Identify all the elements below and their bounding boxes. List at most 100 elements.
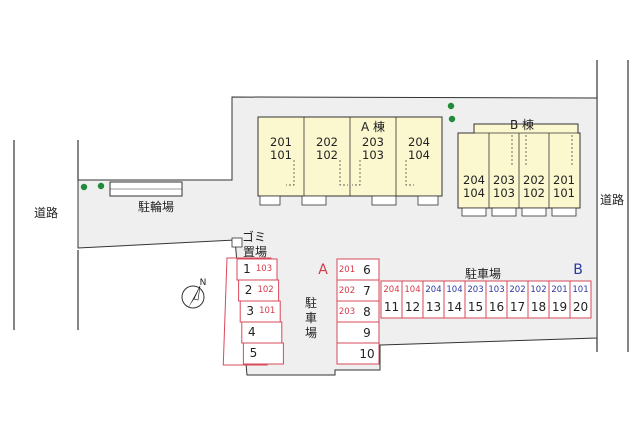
- parking-stall-unit: 204: [425, 285, 441, 295]
- parking-stall-number: 3: [246, 304, 254, 318]
- parking-stall-number: 18: [531, 300, 546, 314]
- unit-lower: 101: [270, 148, 292, 162]
- building-a-partition: [352, 160, 361, 186]
- building-b-step: [461, 207, 487, 217]
- parking-stall-unit: 103: [256, 264, 272, 274]
- garbage-box: [231, 237, 243, 248]
- garbage-label-2: 置場: [243, 245, 267, 259]
- left-road-label: 道路: [34, 205, 58, 220]
- parking-label-char: 車: [305, 311, 317, 325]
- right-road: 道路: [596, 60, 629, 352]
- unit-upper: 202: [316, 135, 338, 149]
- hedge-dot: [447, 102, 455, 110]
- parking-stall-unit: 103: [488, 285, 504, 295]
- parking-stall-number: 14: [447, 300, 462, 314]
- parking-label-char: 場: [305, 326, 317, 340]
- parking-stall-unit: 102: [257, 285, 273, 295]
- parking-stall-number: 19: [552, 300, 567, 314]
- north-arrow: N: [181, 278, 207, 309]
- unit-upper: 201: [270, 135, 292, 149]
- building-a-step: [301, 195, 327, 206]
- parking-stall-number: 11: [384, 300, 399, 314]
- building-a-partition: [405, 160, 414, 186]
- parking-stall-number: 8: [363, 305, 371, 319]
- parking-stall-number: 2: [245, 283, 253, 297]
- hedge-dot: [448, 115, 456, 123]
- unit-lower: 102: [523, 186, 545, 200]
- parking-stall-unit: 104: [404, 285, 420, 295]
- parking-right-row: 1120412104132041410415203161031720218102…: [380, 280, 592, 319]
- parking-stall-number: 17: [510, 300, 525, 314]
- bike-parking-label: 駐輪場: [138, 199, 174, 214]
- left-road: 道路: [13, 140, 79, 330]
- building-b-label: B 棟: [510, 117, 534, 132]
- right-road-label: 道路: [600, 192, 624, 207]
- building-a-step: [417, 195, 439, 206]
- north-label: N: [200, 278, 207, 288]
- building-b-step: [491, 207, 517, 217]
- building-a-partition: [339, 160, 348, 186]
- parking-stall-number: 16: [489, 300, 504, 314]
- parking-stall-unit: 203: [467, 285, 483, 295]
- parking-label-top: 駐車場: [465, 266, 501, 281]
- building-b-step: [521, 207, 547, 217]
- hedges: [80, 102, 456, 191]
- building-a-label: A 棟: [361, 119, 385, 134]
- parking-stall-unit: 101: [259, 306, 275, 316]
- parking-center-column: 6 201 7 202 8 203 9 10: [336, 258, 380, 365]
- unit-upper: 204: [408, 135, 430, 149]
- parking-stall-unit: 202: [339, 286, 355, 296]
- parking-stall-unit: 201: [551, 285, 567, 295]
- unit-lower: 103: [362, 148, 384, 162]
- parking-stall-number: 20: [573, 300, 588, 314]
- parking-group-a-marker: A: [318, 262, 328, 278]
- building-a: A 棟 201 101 202 102 203 103 204 104: [257, 116, 443, 206]
- parking-stall-number: 12: [405, 300, 420, 314]
- unit-lower: 103: [493, 186, 515, 200]
- parking-stall-unit: 204: [383, 285, 399, 295]
- parking-stall-number: 4: [248, 325, 256, 339]
- unit-lower: 102: [316, 148, 338, 162]
- parking-stall-number: 9: [363, 326, 371, 340]
- parking-stall-unit: 104: [446, 285, 462, 295]
- hedge-dot: [97, 182, 105, 190]
- parking-stall-unit: 202: [509, 285, 525, 295]
- building-a-step: [371, 195, 397, 206]
- building-b: B 棟 204 104 203 103 202 102 201 101: [457, 117, 581, 217]
- garbage-label-1: ゴミ: [242, 229, 266, 244]
- unit-lower: 101: [553, 186, 575, 200]
- parking-stall-unit: 101: [572, 285, 588, 295]
- parking-group-b-marker: B: [573, 262, 583, 278]
- unit-lower: 104: [463, 186, 485, 200]
- parking-stall-number: 5: [250, 346, 258, 360]
- parking-stall-number: 10: [359, 347, 374, 361]
- parking-stall: [242, 342, 284, 365]
- parking-stall-unit: 102: [530, 285, 546, 295]
- unit-upper: 201: [553, 173, 575, 187]
- parking-stall: [336, 342, 380, 365]
- north-arrow-needle-half: [193, 285, 201, 301]
- unit-upper: 204: [463, 173, 485, 187]
- parking-stall: [336, 321, 380, 344]
- parking-stall-number: 7: [363, 284, 371, 298]
- hedge-dot: [80, 183, 88, 191]
- north-arrow-ring: [181, 285, 205, 309]
- parking-stall-number: 1: [243, 262, 251, 276]
- parking-stall-unit: 203: [339, 307, 355, 317]
- parking-stall-number: 15: [468, 300, 483, 314]
- building-a-step: [259, 195, 281, 206]
- unit-upper: 203: [493, 173, 515, 187]
- parking-label-vertical: 駐 車 場: [305, 295, 317, 340]
- north-arrow-needle: [188, 286, 200, 308]
- unit-upper: 202: [523, 173, 545, 187]
- parking-stall-number: 6: [363, 263, 371, 277]
- parking-label-char: 駐: [305, 295, 317, 310]
- parking-stall-unit: 201: [339, 265, 355, 275]
- garbage-area: ゴミ 置場: [231, 229, 267, 259]
- unit-upper: 203: [362, 135, 384, 149]
- building-b-step: [551, 207, 577, 217]
- unit-lower: 104: [408, 148, 430, 162]
- bike-parking: 駐輪場: [109, 181, 183, 214]
